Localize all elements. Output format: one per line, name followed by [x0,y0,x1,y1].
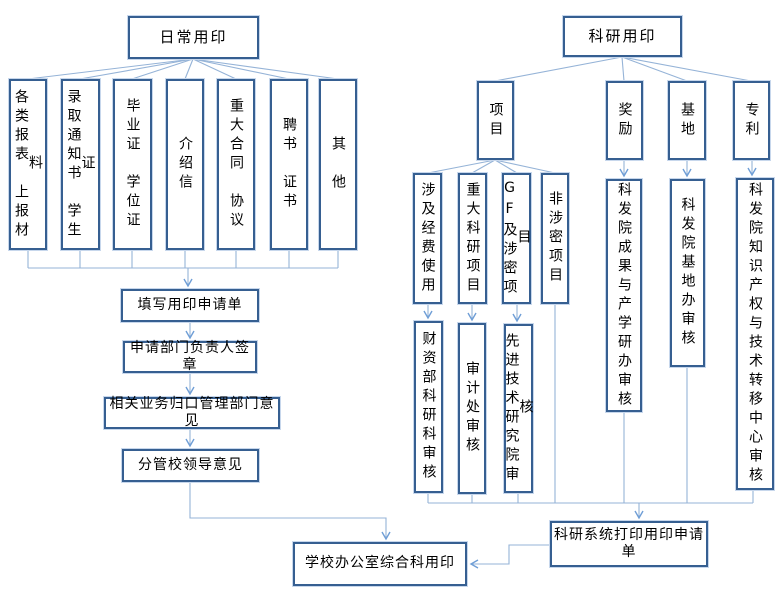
step-fill-application-box: 填写用印申请单 [121,289,259,322]
category-admission-box: 录取通知书 学生证 [61,79,100,250]
category-major-contract-box: 重大合同 协议 [217,79,255,250]
branch-base-box: 基地 [668,81,706,160]
step-print-application-box: 科研系统打印用印申请单 [550,521,708,567]
category-reports-box: 各类报表 上报材料 [9,79,47,250]
review-base-office-box: 科发院基地办审核 [670,179,705,367]
branch-award-box: 奖励 [606,81,643,160]
project-fan-lines [427,159,556,174]
daily-collector-bus [27,250,339,288]
branch-project-box: 项目 [477,81,514,160]
project-type-nonclassified-box: 非涉密项目 [541,173,569,304]
research-seal-title-label: 科研用印 [588,27,657,46]
category-diploma-box: 毕业证 学位证 [113,79,152,250]
research-title-fan-lines [494,56,752,82]
branch-review-arrows [423,160,757,323]
project-type-classified-box: GF及涉密项目 [502,173,532,304]
category-appointment-letter-box: 聘书 证书 [270,79,308,250]
daily-seal-title-label: 日常用印 [159,28,228,47]
review-ip-tech-transfer-center-box: 科发院知识产权与技术转移中心审核 [736,178,774,490]
review-advanced-tech-institute-box: 先进技术研究院审核 [504,324,534,493]
project-type-major-research-box: 重大科研项目 [458,173,487,304]
step-department-signature-box: 申请部门负责人签章 [123,340,257,373]
review-achievement-office-box: 科发院成果与产学研办审核 [606,179,642,412]
daily-to-final-elbow [189,482,391,541]
category-other-box: 其 他 [319,79,357,250]
project-type-funding-box: 涉及经费使用 [413,173,442,304]
research-seal-title-box: 科研用印 [563,16,682,57]
category-introduction-letter-box: 介绍信 [166,79,204,250]
final-office-seal-box: 学校办公室综合科用印 [293,542,467,586]
step-school-leader-opinion-box: 分管校领导意见 [122,449,259,482]
review-audit-office-box: 审计处审核 [458,323,486,494]
step-management-opinion-box: 相关业务归口管理部门意见 [104,396,280,429]
print-to-final-elbow [469,544,550,569]
branch-patent-box: 专利 [733,81,770,160]
research-collector-bus [427,367,754,520]
review-finance-dept-box: 财资部科研科审核 [414,321,443,493]
daily-seal-title-box: 日常用印 [128,16,259,59]
daily-title-fan-lines [27,58,339,80]
